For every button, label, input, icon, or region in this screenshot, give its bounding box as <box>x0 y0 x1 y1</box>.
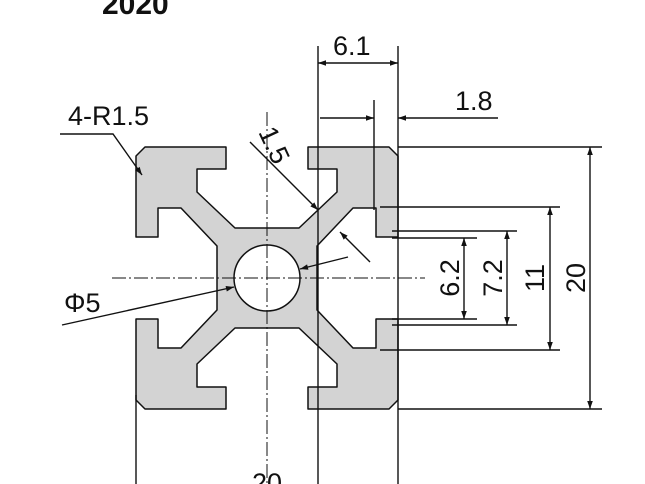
bore-diameter-label: Φ5 <box>64 288 101 318</box>
slot-opening-label: 7.2 <box>478 259 508 297</box>
lip-thickness-dimension: 1.8 <box>320 86 498 210</box>
right-dimension-lines <box>380 146 602 410</box>
slot-width-label: 6.1 <box>333 31 371 61</box>
slot-depth-label: 11 <box>520 264 550 292</box>
bore-diameter-dimension: Φ5 <box>61 256 349 326</box>
width-label: 20 <box>252 468 282 484</box>
corner-radius-label: 4-R1.5 <box>68 101 149 131</box>
slot-inner-label: 6.2 <box>435 259 465 297</box>
corner-radius-callout: 4-R1.5 <box>60 101 149 176</box>
wall-thickness-label: 1.5 <box>253 122 296 169</box>
slot-width-dimension: 6.1 <box>317 31 399 484</box>
height-label: 20 <box>561 263 591 293</box>
width-dimension: 20 <box>135 395 282 484</box>
lip-thickness-label: 1.8 <box>455 86 493 116</box>
drawing-title: 2020 <box>102 0 169 21</box>
